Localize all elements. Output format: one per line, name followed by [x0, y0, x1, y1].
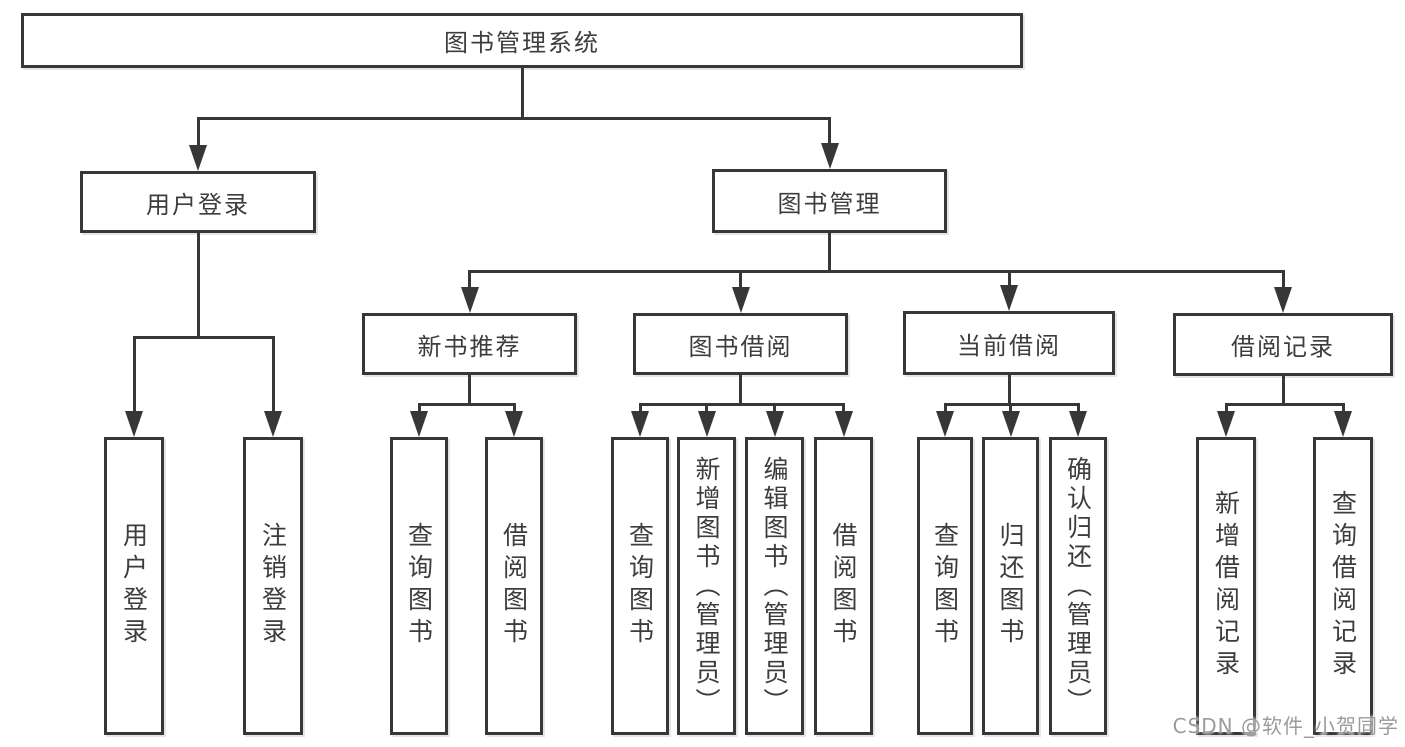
node-label: 查询图书 — [930, 522, 960, 650]
node-label: 查询图书 — [625, 522, 655, 650]
arrow-down-icon — [189, 145, 207, 171]
connector-stub — [520, 67, 524, 120]
connector-shaft — [773, 404, 776, 413]
node-label: 借阅记录 — [1231, 333, 1335, 361]
arrow-down-icon — [460, 287, 479, 313]
node-label: 用户登录 — [119, 522, 149, 650]
node-label: 图书管理系统 — [444, 29, 600, 57]
connector-shaft — [1076, 404, 1080, 413]
node-label: 编辑图书（管理员） — [760, 455, 789, 717]
node-label: 新增借阅记录 — [1211, 490, 1241, 682]
connector-shaft — [1007, 271, 1011, 287]
connector-shaft — [1341, 404, 1345, 413]
node-leaf-nb-borrow-book: 借阅图书 — [485, 437, 543, 735]
connector-shaft — [1009, 404, 1012, 413]
csdn-watermark: CSDN @软件_小贺同学 — [1172, 714, 1399, 738]
node-leaf-bb-add-book: 新增图书（管理员） — [677, 437, 736, 735]
connector-shaft — [196, 118, 200, 147]
node-book-management: 图书管理 — [712, 169, 947, 233]
node-library-system: 图书管理系统 — [21, 13, 1023, 68]
connector-shaft — [638, 404, 642, 413]
connector-shaft — [512, 404, 516, 413]
node-book-borrowing: 图书借阅 — [633, 313, 848, 375]
connector-stub — [739, 374, 742, 406]
node-label: 确认归还（管理员） — [1063, 455, 1093, 717]
connector-shaft — [468, 271, 471, 289]
arrow-down-icon — [1334, 411, 1352, 437]
node-label: 图书管理 — [777, 189, 882, 218]
arrow-down-icon — [936, 411, 954, 437]
arrow-down-icon — [834, 411, 853, 437]
node-new-book-recommend: 新书推荐 — [362, 313, 577, 375]
connector-rail — [196, 116, 831, 120]
node-label: 新增图书（管理员） — [692, 455, 721, 717]
arrow-down-icon — [765, 411, 784, 437]
connector-shaft — [1224, 404, 1228, 413]
arrow-down-icon — [731, 287, 750, 313]
arrow-down-icon — [125, 411, 143, 437]
node-leaf-logout: 注销登录 — [243, 437, 303, 735]
connector-rail — [468, 269, 1285, 273]
node-leaf-nb-query-book: 查询图书 — [390, 437, 448, 735]
arrow-down-icon — [1274, 287, 1292, 313]
connector-rail — [638, 402, 845, 406]
connector-shaft — [132, 337, 136, 413]
node-current-borrowing: 当前借阅 — [903, 311, 1115, 375]
arrow-down-icon — [631, 411, 649, 437]
connector-stub — [196, 232, 200, 339]
connector-shaft — [705, 404, 708, 413]
arrow-down-icon — [820, 143, 839, 169]
connector-shaft — [943, 404, 947, 413]
connector-shaft — [828, 118, 831, 145]
connector-shaft — [417, 404, 421, 413]
node-label: 借阅图书 — [499, 522, 529, 650]
node-leaf-br-query-record: 查询借阅记录 — [1313, 437, 1373, 735]
node-label: 借阅图书 — [829, 522, 858, 650]
arrow-down-icon — [1000, 285, 1018, 311]
node-label: 查询图书 — [404, 522, 434, 650]
arrow-down-icon — [505, 411, 523, 437]
node-label: 当前借阅 — [957, 331, 1061, 360]
connector-shaft — [271, 337, 275, 413]
connector-stub — [1281, 375, 1285, 406]
connector-rail — [132, 335, 275, 339]
node-label: 注销登录 — [258, 522, 288, 650]
arrow-down-icon — [1001, 411, 1020, 437]
node-label: 用户登录 — [146, 190, 250, 219]
arrow-down-icon — [1217, 411, 1235, 437]
node-label: 查询借阅记录 — [1328, 490, 1358, 682]
node-leaf-cb-confirm-return: 确认归还（管理员） — [1049, 437, 1107, 735]
node-label: 新书推荐 — [417, 332, 522, 361]
node-label: 归还图书 — [996, 522, 1025, 650]
node-leaf-bb-query-book: 查询图书 — [611, 437, 669, 735]
arrow-down-icon — [697, 411, 716, 437]
connector-stub — [468, 374, 471, 406]
arrow-down-icon — [410, 411, 428, 437]
node-leaf-bb-borrow-book: 借阅图书 — [814, 437, 873, 735]
connector-stub — [1007, 374, 1011, 406]
connector-rail — [417, 402, 516, 406]
node-user-login: 用户登录 — [80, 171, 316, 233]
node-leaf-bb-edit-book: 编辑图书（管理员） — [745, 437, 804, 735]
connector-shaft — [842, 404, 845, 413]
connector-stub — [828, 232, 831, 273]
arrow-down-icon — [1069, 411, 1087, 437]
node-leaf-cb-return-book: 归还图书 — [982, 437, 1039, 735]
node-leaf-user-login: 用户登录 — [104, 437, 164, 735]
node-leaf-cb-query-book: 查询图书 — [917, 437, 973, 735]
connector-rail — [1224, 402, 1345, 406]
node-label: 图书借阅 — [688, 332, 793, 361]
node-leaf-br-add-record: 新增借阅记录 — [1196, 437, 1256, 735]
connector-shaft — [1281, 271, 1285, 289]
connector-shaft — [739, 271, 742, 289]
arrow-down-icon — [264, 411, 282, 437]
node-borrow-records: 借阅记录 — [1173, 313, 1393, 376]
